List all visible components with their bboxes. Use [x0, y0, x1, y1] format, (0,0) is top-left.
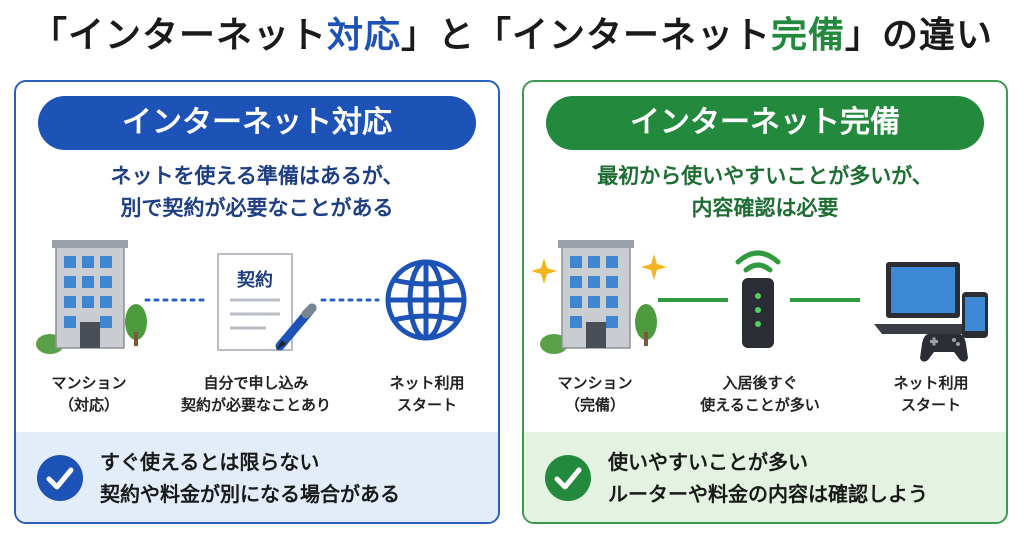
step-caption: ネット利用 スタート	[372, 372, 482, 416]
sparkle-icon	[531, 258, 557, 284]
step-line: 入居後すぐ	[722, 374, 798, 392]
internet-ready-flow: 契約	[36, 240, 467, 354]
step-caption: ネット利用 スタート	[876, 372, 986, 416]
lead-line: 内容確認は必要	[691, 196, 839, 220]
smartphone-icon	[962, 292, 988, 338]
sparkle-icon	[641, 254, 667, 280]
step-caption: マンション （完備）	[540, 372, 650, 416]
title-part-3: 」と「インターネット	[400, 15, 771, 56]
step-caption: マンション （対応）	[34, 372, 144, 416]
step-line: （完備）	[564, 396, 625, 414]
step-line: マンション	[557, 374, 633, 392]
summary-line: 使いやすいことが多い	[608, 450, 808, 474]
summary-line: すぐ使えるとは限らない	[100, 450, 320, 474]
internet-ready-lead: ネットを使える準備はあるが、 別で契約が必要なことがある	[26, 160, 488, 224]
check-circle-icon	[37, 455, 83, 501]
internet-included-flow	[531, 240, 988, 362]
step-line: 契約が必要なことあり	[180, 396, 331, 414]
pen-icon	[275, 303, 317, 351]
summary-text: 使いやすいことが多い ルーターや料金の内容は確認しよう	[608, 446, 1000, 510]
title-part-5: 」の違い	[845, 15, 994, 56]
summary-text: すぐ使えるとは限らない 契約や料金が別になる場合がある	[100, 446, 492, 510]
step-line: 自分で申し込み	[203, 374, 309, 392]
title-part-2: 対応	[326, 15, 401, 56]
laptop-icon	[874, 262, 972, 334]
globe-icon	[385, 259, 467, 341]
internet-ready-summary: すぐ使えるとは限らない 契約や料金が別になる場合がある	[16, 432, 498, 522]
building-icon	[36, 240, 147, 354]
step-line: スタート	[900, 396, 961, 414]
title-part-1: 「インターネット	[30, 15, 327, 56]
internet-ready-panel: インターネット対応 ネットを使える準備はあるが、 別で契約が必要なことがある	[14, 80, 500, 524]
lead-line: 別で契約が必要なことがある	[120, 196, 394, 220]
contract-document-icon	[217, 253, 293, 351]
step-line: ネット利用	[893, 374, 969, 392]
step-line: スタート	[396, 396, 457, 414]
building-icon	[540, 240, 657, 354]
lead-line: 最初から使いやすいことが多いが、	[597, 164, 933, 188]
gamepad-icon	[920, 333, 968, 362]
step-caption: 自分で申し込み 契約が必要なことあり	[166, 372, 346, 416]
summary-line: ルーターや料金の内容は確認しよう	[608, 482, 928, 506]
step-line: ネット利用	[389, 374, 465, 392]
contract-label: 契約	[236, 269, 273, 291]
wifi-router-icon	[735, 250, 781, 348]
lead-line: ネットを使える準備はあるが、	[110, 164, 404, 188]
internet-included-summary: 使いやすいことが多い ルーターや料金の内容は確認しよう	[524, 432, 1006, 522]
internet-included-header: インターネット完備	[546, 96, 984, 150]
step-line: マンション	[51, 374, 127, 392]
check-circle-icon	[545, 455, 591, 501]
internet-included-panel: インターネット完備 最初から使いやすいことが多いが、 内容確認は必要	[522, 80, 1008, 524]
step-line: 使えることが多い	[700, 396, 820, 414]
title-part-4: 完備	[771, 15, 846, 56]
internet-ready-header: インターネット対応	[38, 96, 476, 150]
step-line: （対応）	[58, 396, 119, 414]
step-caption: 入居後すぐ 使えることが多い	[690, 372, 830, 416]
page-title: 「インターネット対応」と「インターネット完備」の違い	[0, 4, 1024, 68]
internet-included-lead: 最初から使いやすいことが多いが、 内容確認は必要	[534, 160, 996, 224]
summary-line: 契約や料金が別になる場合がある	[100, 482, 400, 506]
